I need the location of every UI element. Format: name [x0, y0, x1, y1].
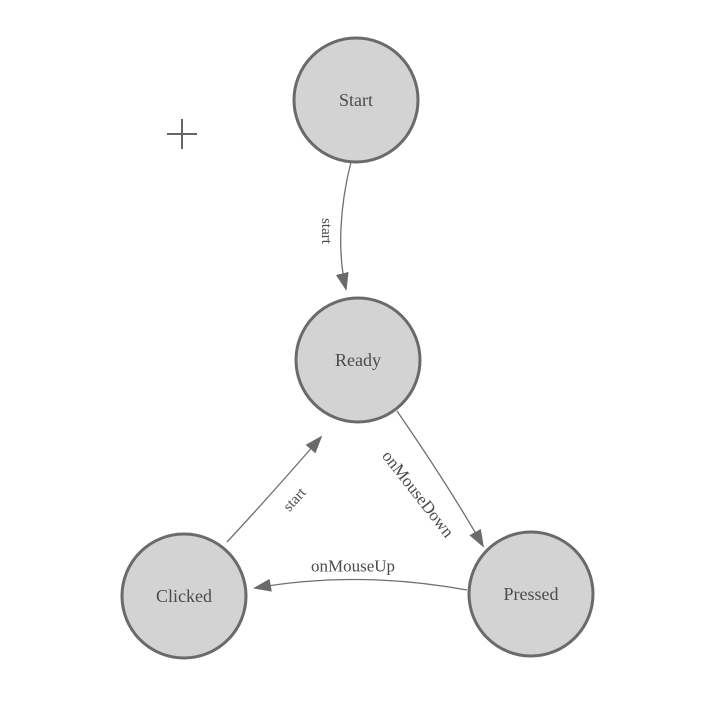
node-pressed[interactable]: Pressed	[467, 530, 595, 658]
node-start-label: Start	[339, 90, 373, 110]
edge-start-to-ready-label: start	[318, 218, 334, 245]
node-start[interactable]: Start	[292, 36, 420, 164]
edge-pressed-to-clicked-path[interactable]	[253, 578, 468, 592]
node-clicked-label: Clicked	[156, 586, 212, 606]
edge-clicked-to-ready-path[interactable]	[226, 435, 323, 543]
node-ready-circle[interactable]	[294, 296, 422, 424]
node-pressed-label: Pressed	[504, 584, 559, 604]
node-clicked-circle[interactable]	[120, 532, 248, 660]
edge-pressed-to-clicked[interactable]: onMouseUp	[253, 557, 468, 592]
edge-clicked-to-ready-label: start	[280, 484, 310, 515]
edge-start-to-ready[interactable]: start	[318, 161, 352, 291]
node-ready[interactable]: Ready	[294, 296, 422, 424]
node-start-circle[interactable]	[292, 36, 420, 164]
node-clicked[interactable]: Clicked	[120, 532, 248, 660]
edge-pressed-to-clicked-label: onMouseUp	[311, 557, 395, 576]
edge-ready-to-pressed-path[interactable]	[396, 410, 484, 548]
edge-clicked-to-ready[interactable]: start	[226, 435, 323, 543]
edge-ready-to-pressed[interactable]: onMouseDown	[378, 410, 484, 548]
edge-start-to-ready-path[interactable]	[335, 161, 352, 291]
plus-cursor-icon	[167, 119, 197, 149]
node-ready-label: Ready	[335, 350, 381, 370]
node-pressed-circle[interactable]	[467, 530, 595, 658]
edge-ready-to-pressed-label: onMouseDown	[378, 447, 458, 542]
